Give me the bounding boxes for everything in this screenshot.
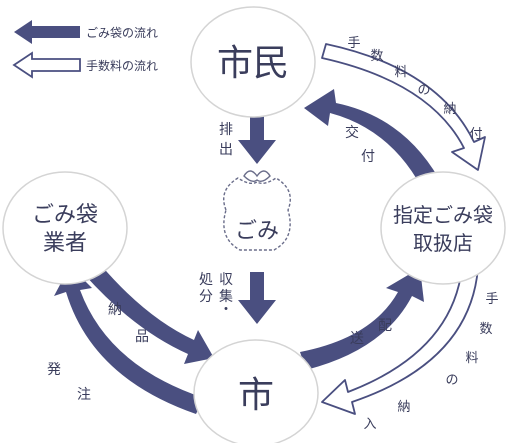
node-store-label-line1: 指定ごみ袋 xyxy=(393,203,493,227)
garbage-label: ごみ xyxy=(235,219,279,244)
node-city-label: 市 xyxy=(238,375,274,416)
label-fee-right-1: 手 xyxy=(485,292,498,307)
label-fee-top-2: 数 xyxy=(370,49,383,64)
label-hatchu-1: 発 xyxy=(47,362,61,378)
garbage-bag-icon: ごみ xyxy=(223,170,291,251)
label-shushu-1: 収 xyxy=(219,272,233,288)
bag-arrow-vendor-to-city xyxy=(84,264,214,364)
node-store-label-line2: 取扱店 xyxy=(413,231,473,255)
label-haisou-2: 送 xyxy=(350,331,364,347)
legend: ごみ袋の流れ 手数料の流れ xyxy=(12,20,158,79)
label-fee-right-2: 数 xyxy=(479,322,492,337)
legend-fee-flow-label: 手数料の流れ xyxy=(86,58,158,73)
label-hatchu-2: 注 xyxy=(77,387,91,403)
label-fee-top-1: 手 xyxy=(347,36,360,51)
label-shushu-2: 集 xyxy=(219,288,233,305)
legend-fee-flow-arrow xyxy=(12,51,81,79)
node-vendor-circle xyxy=(2,171,128,285)
label-fee-right-3: 料 xyxy=(465,351,478,366)
bag-arrow-garbage-to-city xyxy=(238,272,276,324)
label-fee-right-4: の xyxy=(445,373,458,388)
label-fee-top-3: 料 xyxy=(394,65,407,80)
node-store-circle xyxy=(380,171,506,285)
fee-arrow-citizen-to-store xyxy=(321,43,486,171)
label-nouhin-2: 品 xyxy=(135,329,149,345)
label-fee-top-6: 付 xyxy=(469,127,482,142)
bag-arrow-city-to-store xyxy=(300,268,424,370)
label-fee-right-6: 入 xyxy=(363,417,376,432)
label-shushu-3: ・ xyxy=(219,302,233,318)
label-koufu-2: 付 xyxy=(361,149,375,165)
node-citizen-circle xyxy=(190,6,316,118)
node-vendor-label-line2: 業者 xyxy=(43,231,87,256)
label-haishutsu-1: 排 xyxy=(219,122,233,138)
node-vendor-label-line1: ごみ袋 xyxy=(32,203,98,228)
label-nouhin-1: 納 xyxy=(108,302,122,318)
legend-bag-flow-arrow xyxy=(14,20,80,44)
label-shobun-2: 分 xyxy=(199,289,213,305)
label-koufu-1: 交 xyxy=(345,124,359,141)
label-fee-top-4: の xyxy=(417,83,430,98)
label-haishutsu-2: 出 xyxy=(219,142,233,158)
node-citizen-label: 市民 xyxy=(217,43,289,84)
label-haisou-1: 配 xyxy=(378,318,392,334)
fee-arrow-store-to-city xyxy=(321,267,479,415)
bag-arrow-citizen-to-garbage xyxy=(238,112,276,164)
legend-bag-flow-label: ごみ袋の流れ xyxy=(86,25,158,40)
label-shobun-1: 処 xyxy=(199,272,213,288)
label-fee-right-5: 納 xyxy=(397,400,410,415)
label-fee-top-5: 納 xyxy=(443,102,456,117)
